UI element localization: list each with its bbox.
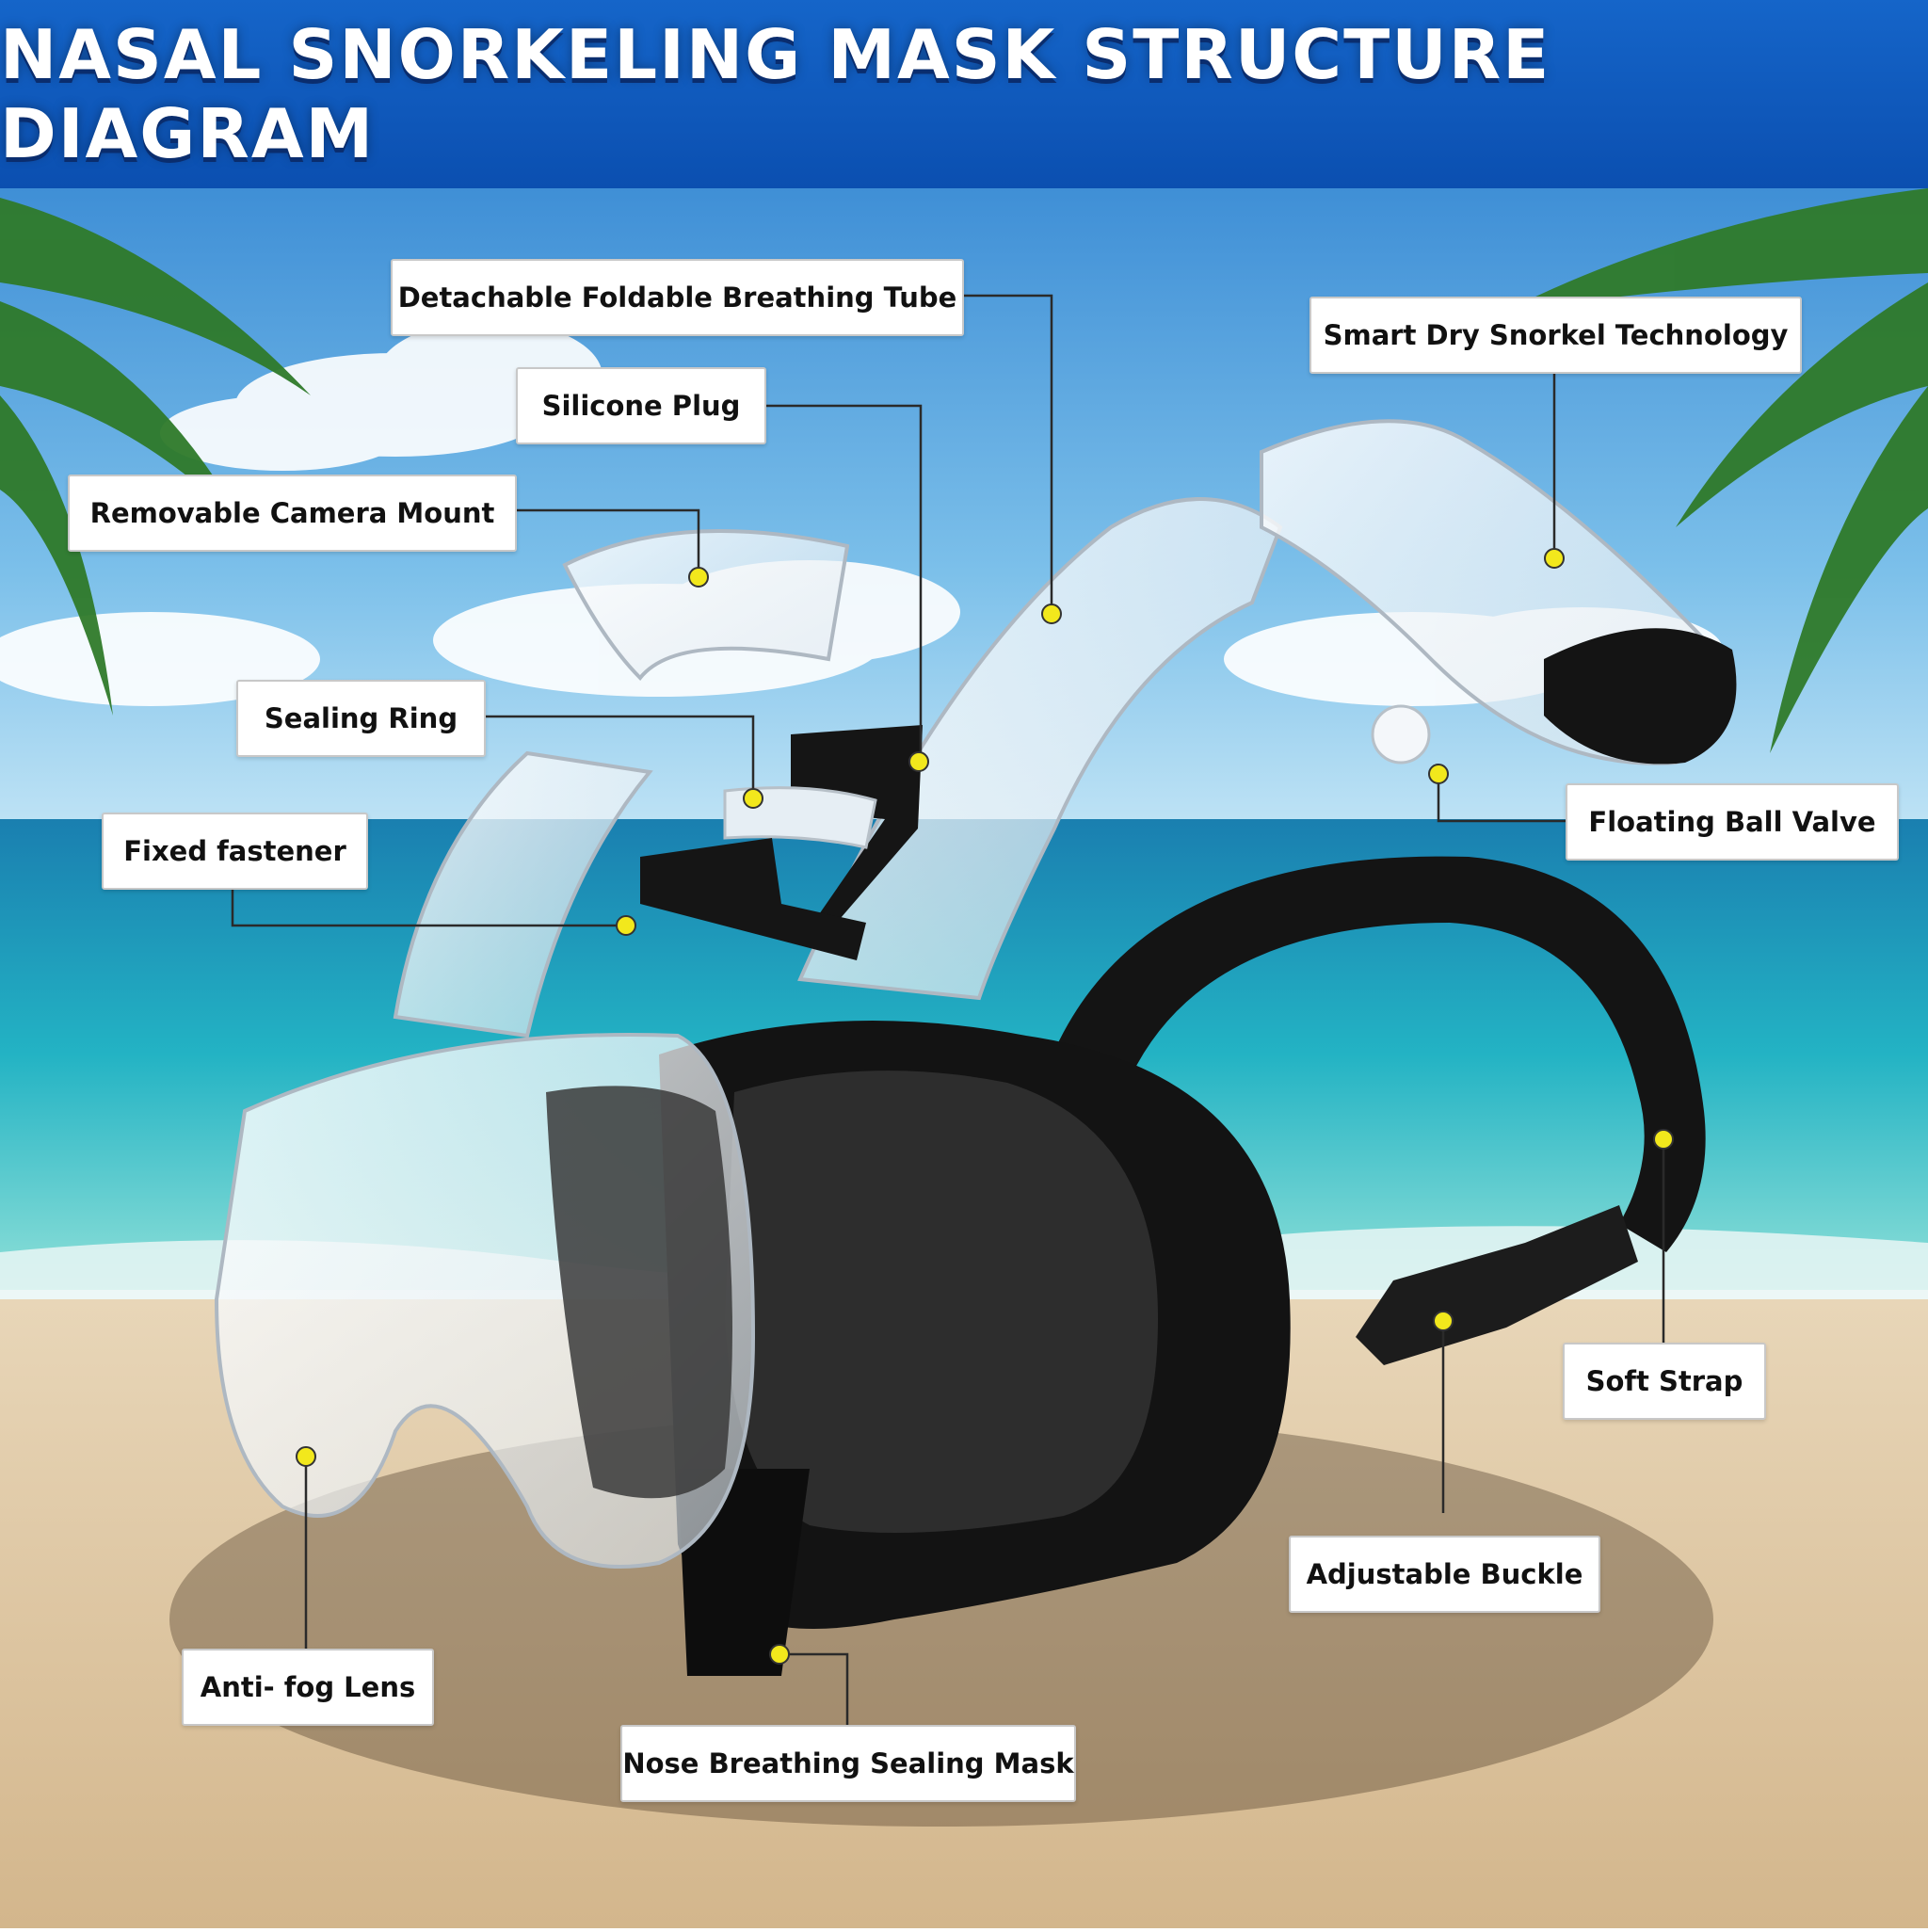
leader-lines [231,294,1665,1725]
marker-soft-strap [1653,1129,1674,1150]
label-nose-mask: Nose Breathing Sealing Mask [620,1725,1076,1802]
label-silicone-plug: Silicone Plug [516,367,766,444]
silicone-plug-part [791,725,923,942]
marker-adjustable-buckle [1433,1311,1454,1331]
label-breathing-tube: Detachable Foldable Breathing Tube [391,259,964,336]
label-sealing-ring: Sealing Ring [236,680,486,757]
marker-fixed-fastener [616,915,636,936]
palm-right [1506,188,1928,753]
clear-lens [546,1086,732,1499]
label-dry-snorkel: Smart Dry Snorkel Technology [1309,297,1802,374]
marker-breathing-tube [1041,604,1062,624]
marker-floating-ball [1428,764,1449,784]
soft-strap [1045,856,1706,1252]
marker-silicone-plug [908,751,929,772]
fixed-fastener-part [640,838,866,960]
dry-snorkel-cap [1544,628,1737,765]
title-banner: NASAL SNORKELING MASK STRUCTURE DIAGRAM [0,0,1928,188]
camera-mount-part [562,529,850,681]
black-lens [725,1071,1158,1533]
marker-dry-snorkel [1544,548,1565,569]
label-soft-strap: Soft Strap [1563,1343,1766,1420]
label-floating-ball: Floating Ball Valve [1566,783,1899,861]
marker-nose-mask [769,1644,790,1665]
palm-left [0,198,311,716]
marker-sealing-ring [743,788,763,809]
marker-camera-mount [688,567,709,588]
label-camera-mount: Removable Camera Mount [68,475,517,552]
label-adjustable-buckle: Adjustable Buckle [1289,1536,1600,1613]
diagram-title: NASAL SNORKELING MASK STRUCTURE DIAGRAM [0,15,1551,173]
floating-ball [1371,704,1431,765]
buckle-strap [1356,1205,1638,1365]
label-anti-fog-lens: Anti- fog Lens [182,1649,434,1726]
clear-snorkel-base [393,750,653,1038]
marker-anti-fog-lens [296,1446,316,1467]
label-fixed-fastener: Fixed fastener [102,813,368,890]
callout-markers [296,548,1674,1665]
